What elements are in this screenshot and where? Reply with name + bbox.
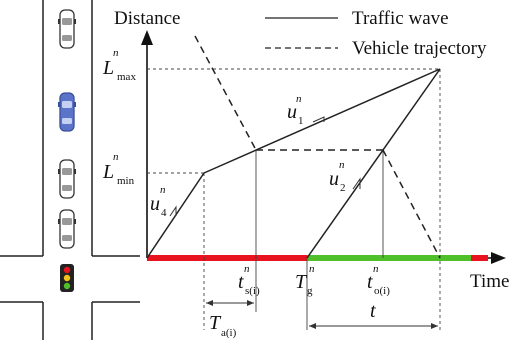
x-axis-label: Time [470, 271, 509, 292]
car-icon [58, 209, 76, 249]
svg-text:u: u [329, 168, 339, 190]
svg-text:n: n [244, 263, 250, 275]
y-axis-label: Distance [114, 8, 180, 29]
svg-text:n: n [373, 263, 379, 275]
red-phase-bar [147, 255, 307, 261]
svg-text:T: T [295, 271, 308, 293]
svg-text:1: 1 [298, 115, 304, 127]
traffic-light-icon [60, 264, 74, 292]
label-l-min: n L min [102, 151, 135, 187]
svg-text:T: T [209, 312, 222, 334]
legend-vehicle-trajectory: Vehicle trajectory [352, 38, 487, 59]
label-ta: T a(i) [209, 312, 237, 339]
guide-lines [147, 68, 441, 330]
svg-text:n: n [309, 263, 315, 275]
slope-marks [169, 116, 361, 217]
svg-text:g: g [307, 285, 313, 297]
svg-text:u: u [150, 193, 160, 215]
intersection-schematic [0, 0, 140, 340]
label-u4: n u 4 [150, 184, 167, 219]
svg-text:2: 2 [340, 182, 346, 194]
svg-text:o(i): o(i) [374, 285, 390, 297]
label-l-max: n L max [102, 47, 136, 83]
label-ts: n t s(i) [238, 263, 260, 297]
red-phase-bar-next [471, 255, 488, 261]
wave-u2 [306, 68, 441, 259]
x-axis-arrow-icon [491, 252, 506, 264]
trajectory-approach [194, 35, 257, 151]
svg-text:4: 4 [161, 207, 167, 219]
car-icon [58, 159, 76, 199]
y-axis-arrow-icon [141, 30, 153, 45]
svg-text:n: n [296, 93, 302, 105]
car-icon-highlighted [58, 92, 76, 132]
legend-traffic-wave: Traffic wave [352, 8, 449, 29]
svg-text:n: n [113, 47, 119, 59]
math-labels: n L max n L min n u 1 n u 2 n u 4 n [102, 47, 390, 339]
svg-text:a(i): a(i) [221, 327, 237, 339]
svg-text:min: min [117, 175, 135, 187]
svg-text:n: n [339, 159, 345, 171]
guide-lines-solid [255, 150, 384, 330]
signal-phase-bar [147, 255, 488, 261]
wave-u1 [203, 68, 441, 174]
svg-text:L: L [102, 57, 114, 79]
trajectory-departure [382, 149, 441, 259]
svg-text:t: t [367, 271, 373, 293]
svg-text:t: t [238, 271, 244, 293]
svg-text:n: n [113, 151, 119, 163]
label-to: n t o(i) [367, 263, 390, 297]
svg-text:s(i): s(i) [245, 285, 260, 297]
car-icon [58, 9, 76, 49]
traffic-waves [146, 68, 441, 259]
label-u2: n u 2 [329, 159, 346, 194]
svg-text:L: L [102, 161, 114, 183]
svg-text:max: max [117, 71, 136, 83]
legend: Traffic wave Vehicle trajectory [265, 8, 487, 59]
interval-arrows [206, 300, 438, 329]
label-t: t [370, 300, 376, 322]
svg-text:n: n [160, 184, 166, 196]
label-tg: n T g [295, 263, 315, 297]
label-u1: n u 1 [287, 93, 304, 127]
svg-text:u: u [287, 101, 297, 123]
svg-text:t: t [370, 300, 376, 322]
green-phase-bar [307, 255, 471, 261]
vehicle-trajectory [194, 35, 441, 259]
